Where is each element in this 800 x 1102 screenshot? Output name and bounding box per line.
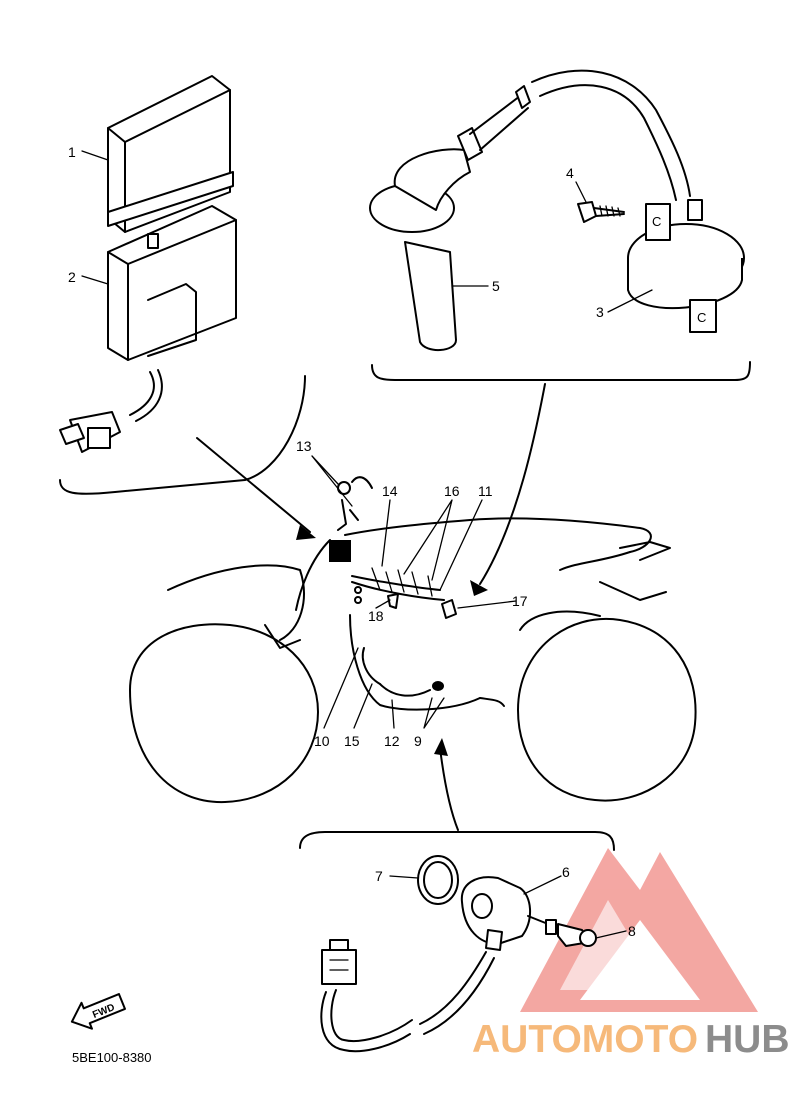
bubble-left xyxy=(59,375,306,495)
pickup-coil-group xyxy=(299,831,615,1053)
callout-11: 11 xyxy=(478,483,493,499)
callout-2: 2 xyxy=(68,269,76,285)
callout-4: 4 xyxy=(566,165,574,181)
watermark-logo xyxy=(520,848,758,1012)
callout-3: 3 xyxy=(596,304,604,320)
leader-lines xyxy=(81,150,653,939)
callout-6: 6 xyxy=(562,864,570,880)
forward-direction-arrow: FWD xyxy=(70,993,126,1030)
diagram-code: 5BE100-8380 xyxy=(72,1050,152,1065)
callout-16: 16 xyxy=(444,483,460,499)
callout-5: 5 xyxy=(492,278,500,294)
watermark-suffix: HUB xyxy=(705,1018,790,1061)
callout-14: 14 xyxy=(382,483,398,499)
motorcycle-outline xyxy=(129,517,697,804)
bubble-bottom xyxy=(299,831,615,851)
svg-text:C: C xyxy=(652,214,661,229)
callout-9: 9 xyxy=(414,733,422,749)
callout-8: 8 xyxy=(628,923,636,939)
callout-10: 10 xyxy=(314,733,330,749)
watermark-text: AUTOMOTO HUB xyxy=(472,1018,790,1061)
callout-18: 18 xyxy=(368,608,384,624)
callout-labels: 1 2 3 4 5 6 7 8 9 10 11 12 13 14 15 16 1… xyxy=(68,144,636,939)
watermark-prefix: AUTOMOTO xyxy=(472,1018,698,1061)
callout-1: 1 xyxy=(68,144,76,160)
callout-12: 12 xyxy=(384,733,400,749)
ignition-coil-group: C C xyxy=(369,69,751,596)
callout-13: 13 xyxy=(296,438,312,454)
wiring-harness xyxy=(329,476,459,831)
cdi-unit-group xyxy=(59,75,316,540)
callout-15: 15 xyxy=(344,733,360,749)
callout-17: 17 xyxy=(512,593,528,609)
callout-7: 7 xyxy=(375,868,383,884)
svg-text:C: C xyxy=(697,310,706,325)
bubble-right xyxy=(371,361,751,381)
